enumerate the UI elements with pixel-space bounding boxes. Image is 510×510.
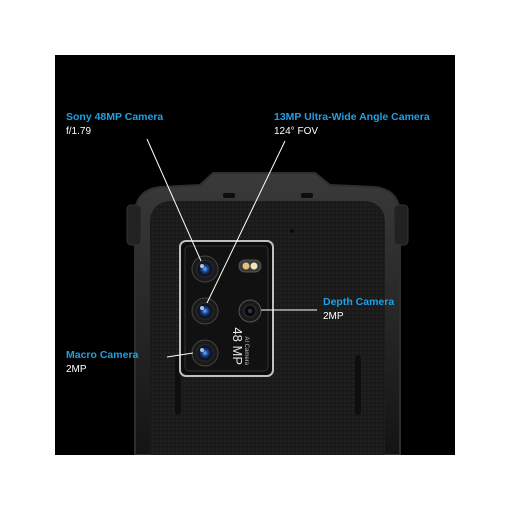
camera-module: 48 MP AI Camera xyxy=(179,240,274,377)
callout-lines xyxy=(146,138,317,358)
callout-detail: f/1.79 xyxy=(66,125,92,137)
depth-lens xyxy=(238,299,262,323)
callout-title: 13MP Ultra-Wide Angle Camera xyxy=(274,111,430,123)
callout-detail: 2MP xyxy=(66,363,87,375)
ultra-wide-lens xyxy=(191,297,219,325)
sony-48mp-lens xyxy=(191,255,219,283)
callout-ultra-wide: 13MP Ultra-Wide Angle Camera 124° FOV xyxy=(274,111,430,138)
badge-megapixels: 48 MP xyxy=(230,327,245,365)
callout-title: Depth Camera xyxy=(323,296,395,308)
product-image: 48 MP AI Camera Sony 48MP Camera f/1.79 … xyxy=(55,55,455,455)
callout-detail: 2MP xyxy=(323,310,344,322)
callout-title: Sony 48MP Camera xyxy=(66,111,164,123)
badge-subtitle: AI Camera xyxy=(243,336,249,365)
callout-title: Macro Camera xyxy=(66,349,139,361)
macro-lens xyxy=(191,339,219,367)
flash-icon xyxy=(238,259,262,273)
callout-sony-48mp: Sony 48MP Camera f/1.79 xyxy=(66,111,163,138)
callout-depth: Depth Camera 2MP xyxy=(323,296,394,323)
phone-back-illustration: 48 MP AI Camera xyxy=(126,138,409,455)
callout-macro: Macro Camera 2MP xyxy=(66,349,138,376)
callout-detail: 124° FOV xyxy=(274,125,319,137)
